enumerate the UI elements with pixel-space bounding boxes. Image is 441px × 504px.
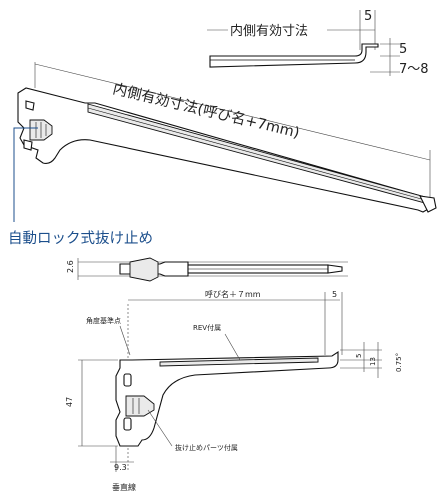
lock-leader-line [13, 127, 38, 222]
offset-9-3-label: 9.3 [114, 463, 127, 472]
angle-ref-leader [119, 325, 131, 356]
main-bracket-slot-upper [25, 100, 35, 111]
topview-height-dim: 2.6 [66, 260, 75, 273]
vertical-line-label: 垂直線 [112, 482, 136, 492]
detail-dim-c: 7～8 [399, 62, 429, 77]
topview-tip [327, 264, 343, 274]
angle-ref-label: 角度基準点 [86, 316, 121, 325]
height-47-label: 47 [65, 397, 74, 407]
rev-label: REV付属 [193, 323, 221, 332]
lock-callout-label: 自動ロック式抜け止め [8, 230, 153, 247]
top-detail: 内側有効寸法 5 5 7～8 [207, 9, 429, 77]
main-bracket-drawing: 内側有効寸法(呼び名+7mm) 自動ロック式抜け止め [8, 62, 437, 247]
detail-dim-b: 5 [399, 42, 407, 57]
nominal-dim-label: 呼び名＋７mm [205, 289, 261, 299]
top-view-drawing: 2.6 [66, 257, 348, 282]
detail-inner-dim-label: 内側有効寸法 [230, 23, 308, 39]
main-bracket-tip [419, 195, 437, 213]
lip-5-label: 5 [355, 354, 363, 358]
detail-dim-a: 5 [364, 9, 372, 24]
tip-dim-label: 5 [332, 290, 337, 299]
side-slot-upper [123, 373, 132, 387]
main-bracket-body [17, 87, 432, 213]
detail-profile [209, 43, 379, 68]
main-bracket-slot-lower [23, 139, 33, 151]
side-slot-lower [123, 417, 132, 431]
angle-label: 0.75° [395, 353, 403, 372]
rev-leader [224, 333, 241, 361]
lip-13-label: 13 [369, 357, 377, 366]
main-dim-line [34, 63, 431, 161]
main-bracket-rib-line [87, 107, 426, 201]
topview-lock [129, 257, 159, 282]
side-bracket-body [115, 350, 339, 447]
stopper-leader [147, 409, 173, 447]
stopper-label: 抜け止めパーツ付属 [175, 443, 238, 452]
side-view-drawing: 呼び名＋７mm 5 角度基準点 REV付属 47 9.3 垂直線 抜け止 [65, 289, 403, 492]
side-bracket-rev [159, 357, 319, 367]
